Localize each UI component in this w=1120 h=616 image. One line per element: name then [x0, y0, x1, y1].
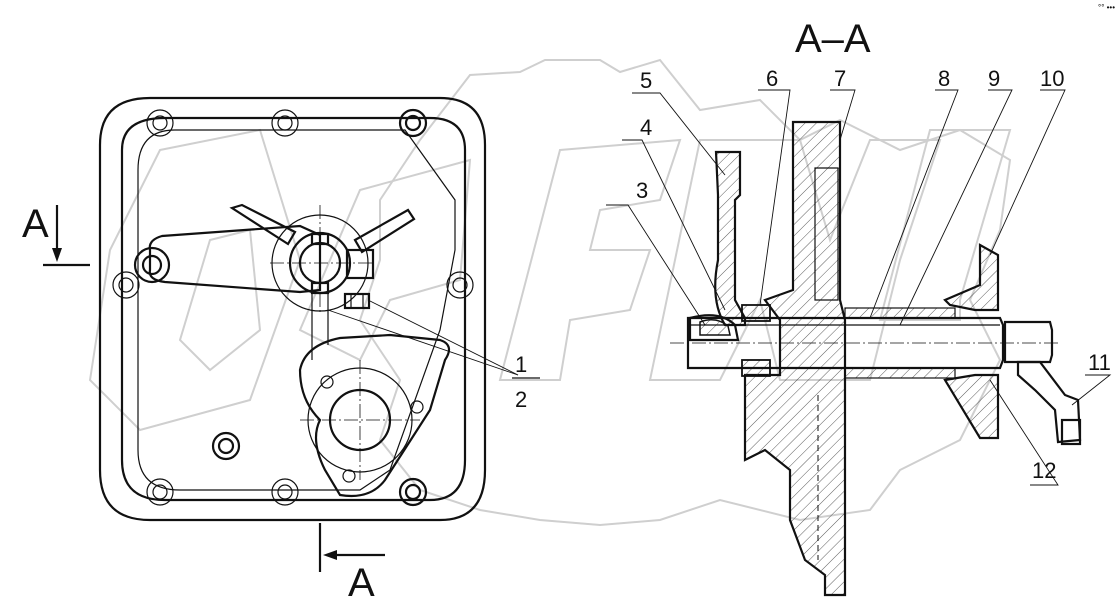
section-letter-bottom: A [348, 561, 375, 605]
lever-section [714, 150, 747, 327]
section-view: A–A 5 [606, 17, 1112, 597]
housing-section [743, 120, 847, 597]
flange-section [943, 243, 1000, 312]
callout-10: 10 [1040, 66, 1064, 91]
callout-7: 7 [834, 66, 846, 91]
callout-1: 1 [515, 352, 527, 377]
cover-outer-contour [98, 96, 487, 522]
fork-left-wing [229, 203, 297, 246]
callout-11: 11 [1088, 350, 1111, 375]
cover-rib [137, 129, 456, 491]
detent-plate [298, 333, 451, 498]
flange-lower [943, 373, 1000, 440]
section-mark-left: A [22, 202, 90, 267]
front-view: A A 1 2 [22, 96, 540, 605]
shaft [686, 316, 1005, 370]
callout-5: 5 [640, 68, 652, 93]
cover-inner-contour [120, 116, 467, 502]
lever-arm [148, 224, 322, 294]
callout-3: 3 [636, 178, 648, 203]
callout-9: 9 [988, 66, 1000, 91]
bolt-holes [112, 108, 474, 507]
section-letter-left: A [22, 202, 49, 246]
callout-4: 4 [640, 115, 652, 140]
callout-8: 8 [938, 66, 950, 91]
callout-2: 2 [515, 387, 527, 412]
end-lever [1003, 320, 1054, 364]
lever-pivot-boss [133, 246, 171, 284]
section-mark-bottom: A [318, 523, 385, 605]
callout-12: 12 [1032, 458, 1056, 483]
fork-right-wing [353, 208, 416, 254]
section-title: A–A [795, 17, 871, 61]
callout-6: 6 [766, 66, 778, 91]
corner-mark: °° ••• [1098, 3, 1115, 12]
